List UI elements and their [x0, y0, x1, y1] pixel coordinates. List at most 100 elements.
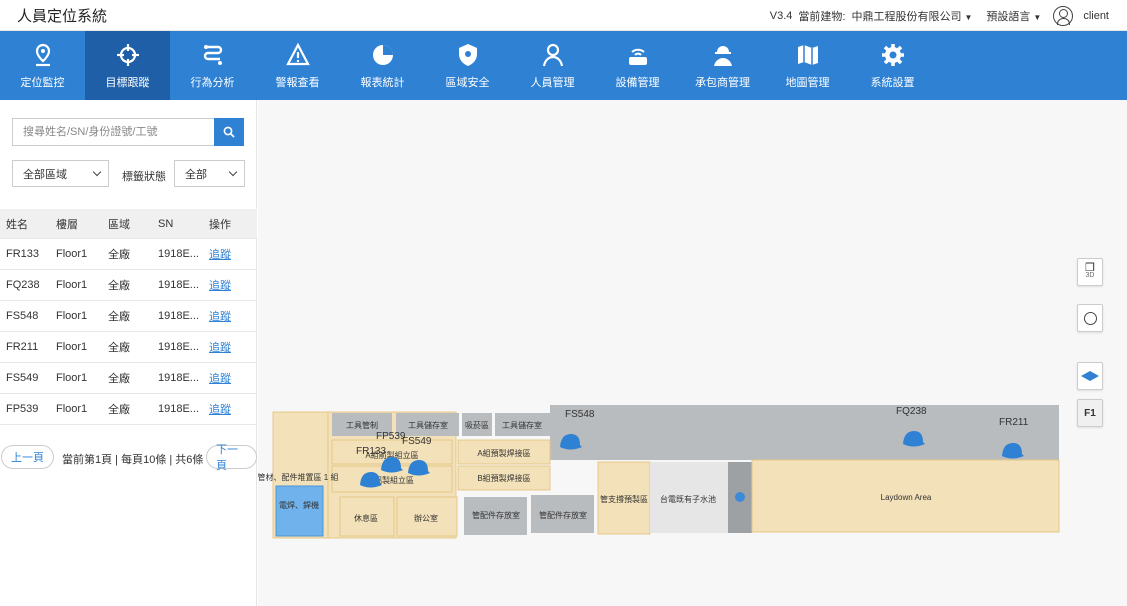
cube-icon: ❒: [1085, 262, 1095, 274]
column-header[interactable]: SN: [158, 217, 174, 230]
marker-label: FR211: [999, 417, 1029, 428]
track-link[interactable]: 追蹤: [209, 373, 231, 385]
view-3d-button[interactable]: ❒ 3D: [1077, 258, 1103, 286]
track-link[interactable]: 追蹤: [209, 404, 231, 416]
personnel-marker[interactable]: FP539: [376, 431, 406, 473]
personnel-marker[interactable]: FR211: [999, 417, 1029, 459]
main-nav: 定位監控目標跟蹤 行為分析警報查看 報表統計 區域安全人員管理 設備管理承包商管理地圖管…: [0, 31, 1127, 100]
nav-item[interactable]: 地圖管理: [765, 31, 850, 100]
building-label: 當前建物:: [798, 10, 846, 23]
table-cell: Floor1: [56, 279, 88, 291]
layer-icon: [1081, 371, 1099, 381]
table-row[interactable]: FQ238 Floor1 全廠 1918E... 追蹤: [0, 270, 257, 301]
table-cell: 全廠: [108, 280, 130, 292]
table-cell: 1918E...: [158, 279, 199, 291]
floor-map[interactable]: 工具管制 工具儲存室 吸菸區 工具儲存室 A組前製組立區 A組預製焊接區 鋁製組…: [258, 100, 1127, 606]
nav-item[interactable]: 系統設置: [850, 31, 935, 100]
table-cell: FS549: [6, 372, 39, 384]
building-selector[interactable]: 中鼎工程股份有限公司▼: [851, 8, 972, 24]
personnel-marker[interactable]: FQ238: [896, 406, 927, 447]
table-cell: Floor1: [56, 248, 88, 260]
username[interactable]: client: [1083, 9, 1109, 22]
language-selector[interactable]: 預設語言▼: [986, 8, 1041, 24]
search-button[interactable]: [214, 118, 244, 146]
room-label: 吸菸區: [465, 420, 489, 430]
tag-status-select[interactable]: 全部: [174, 160, 245, 187]
track-link[interactable]: 追蹤: [209, 280, 231, 292]
personnel-marker[interactable]: FS549: [402, 436, 432, 476]
personnel-marker[interactable]: FR133: [356, 446, 386, 488]
power-pool-room: [650, 462, 728, 533]
nav-item[interactable]: 行為分析: [170, 31, 255, 100]
next-page-button[interactable]: 下一頁: [206, 444, 257, 472]
shield-icon: [455, 42, 481, 68]
floor-button[interactable]: F1: [1077, 399, 1103, 427]
prev-page-button[interactable]: 上一頁: [1, 445, 54, 469]
table-cell: FS548: [6, 310, 39, 322]
personnel-marker[interactable]: FS548: [560, 409, 595, 450]
nav-item[interactable]: 定位監控: [0, 31, 85, 100]
column-header[interactable]: 區域: [108, 218, 130, 231]
table-cell: Floor1: [56, 341, 88, 353]
table-cell: 1918E...: [158, 372, 199, 384]
helmet-icon: [408, 460, 430, 476]
track-link[interactable]: 追蹤: [209, 249, 231, 261]
table-cell: Floor1: [56, 310, 88, 322]
area-select[interactable]: 全部區域: [12, 160, 109, 187]
nav-item-label: 人員管理: [530, 77, 575, 89]
table-cell: 追蹤: [201, 370, 257, 386]
location-pin-icon: [30, 42, 56, 68]
area-select-value: 全部區域: [23, 168, 67, 181]
track-link[interactable]: 追蹤: [209, 342, 231, 354]
left-panel: 全部區域 標籤狀態 全部 姓名 樓層 區域 SN 操作 FR133Floor1全…: [0, 100, 257, 606]
helmet-icon: [1002, 443, 1024, 459]
room-label: 台電既有子水池: [660, 494, 716, 504]
laydown-area: [751, 459, 1060, 533]
room-label: Laydown Area: [881, 493, 932, 502]
nav-item-label: 報表統計: [360, 77, 405, 89]
tools-mgmt-room: [332, 413, 392, 436]
nav-item[interactable]: 警報查看: [255, 31, 340, 100]
warning-icon: [285, 42, 311, 68]
smoking-room: [462, 413, 492, 436]
room-label: 電焊、銲機: [279, 500, 319, 510]
nav-item[interactable]: 人員管理: [510, 31, 595, 100]
table-cell: 1918E...: [158, 403, 199, 415]
map-area[interactable]: 工具管制 工具儲存室 吸菸區 工具儲存室 A組前製組立區 A組預製焊接區 鋁製組…: [258, 100, 1127, 606]
user-avatar-icon[interactable]: [1053, 5, 1074, 26]
nav-item[interactable]: 報表統計: [340, 31, 425, 100]
nav-item-label: 地圖管理: [785, 77, 830, 89]
layer-toggle-button[interactable]: [1077, 362, 1103, 390]
page-info: 當前第1頁 | 每頁10條 | 共6條: [62, 454, 204, 466]
column-header[interactable]: 姓名: [6, 218, 28, 231]
table-cell: 全廠: [108, 404, 130, 416]
nav-item[interactable]: 目標跟蹤: [85, 31, 170, 100]
table-cell: FQ238: [6, 279, 40, 291]
nav-item[interactable]: 區域安全: [425, 31, 510, 100]
app-title: 人員定位系統: [17, 8, 108, 25]
track-link[interactable]: 追蹤: [209, 311, 231, 323]
helmet-icon: [560, 434, 582, 450]
table-cell: FP539: [6, 403, 39, 415]
table-cell: Floor1: [56, 372, 88, 384]
nav-item[interactable]: 承包商管理: [680, 31, 765, 100]
marker-label: FS548: [565, 409, 595, 420]
search-input[interactable]: [12, 118, 214, 146]
nav-item[interactable]: 設備管理: [595, 31, 680, 100]
office-room: [396, 496, 458, 537]
nav-item-label: 目標跟蹤: [105, 77, 150, 89]
column-header[interactable]: 樓層: [56, 218, 78, 231]
tag-status-value: 全部: [185, 168, 207, 181]
building-value: 中鼎工程股份有限公司: [851, 10, 962, 23]
table-cell: FR211: [6, 341, 39, 353]
rotate-button[interactable]: [1077, 304, 1103, 332]
helmet-icon: [381, 457, 403, 473]
nav-item-label: 警報查看: [275, 77, 320, 89]
